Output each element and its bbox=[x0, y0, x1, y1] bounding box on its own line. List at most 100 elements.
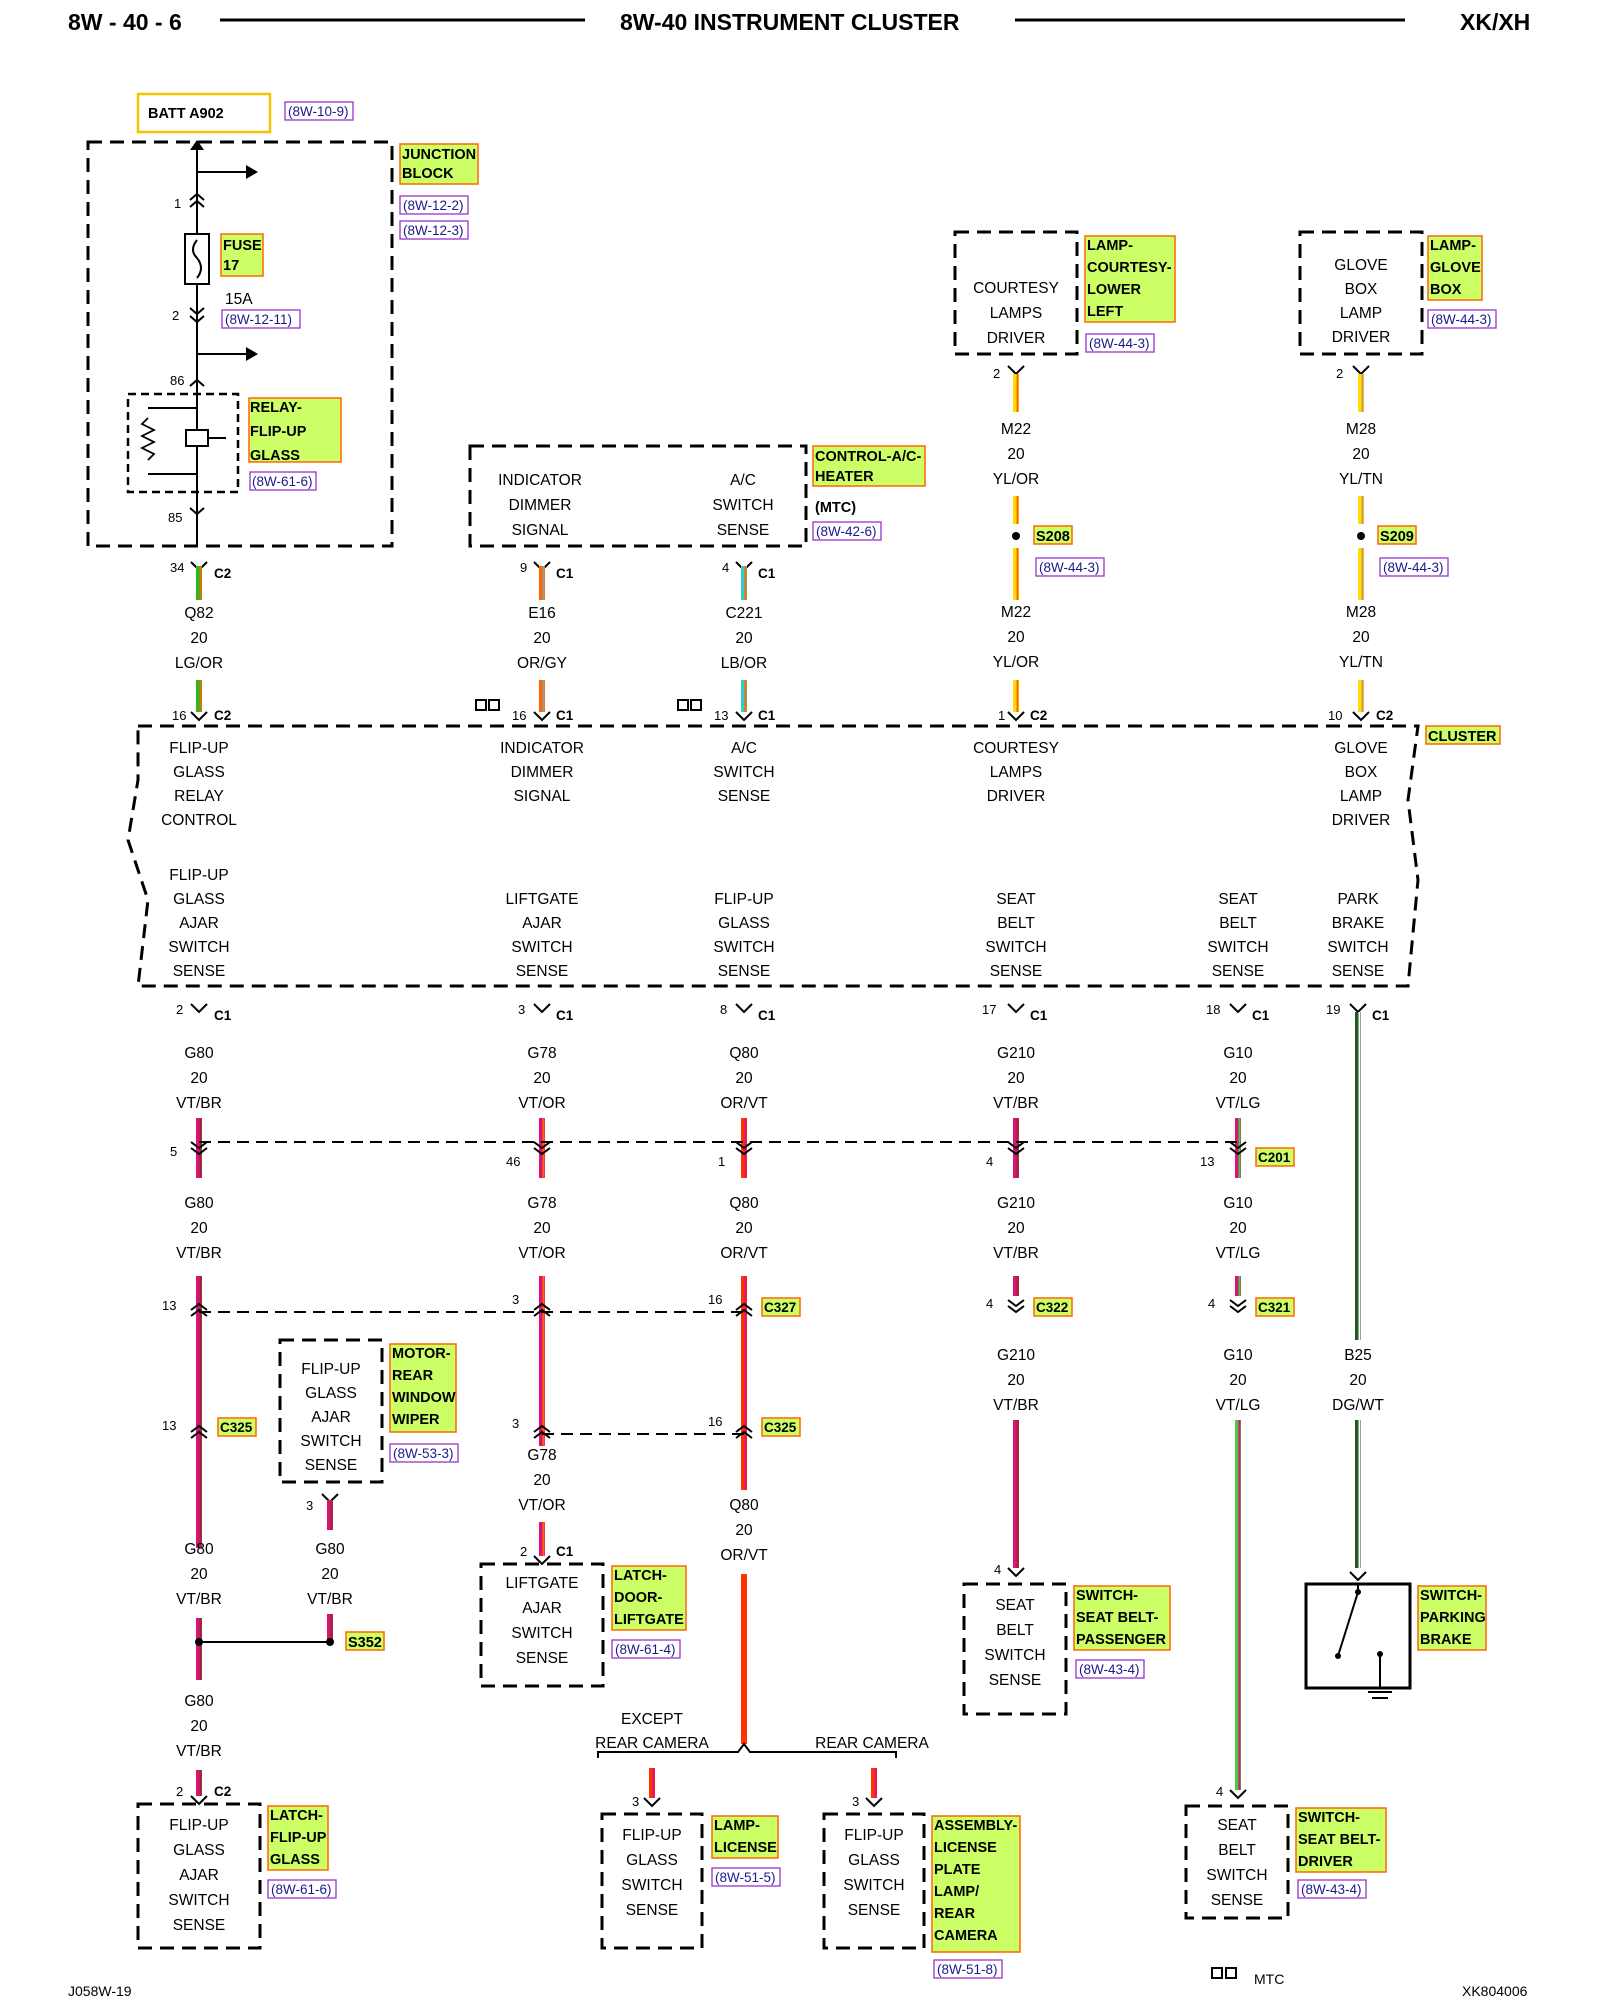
license-assembly-label-2: LICENSE bbox=[934, 1840, 997, 1856]
seatbelt-driver-label-1: SWITCH- bbox=[1298, 1810, 1360, 1826]
cluster-bottom-col5-line2: SWITCH bbox=[1327, 939, 1388, 956]
seatbelt-pass-label-3: PASSENGER bbox=[1076, 1632, 1167, 1648]
connector-symbol-47 bbox=[533, 1302, 551, 1317]
wiper-text-3: AJAR bbox=[311, 1409, 351, 1426]
mtc-marker-2a bbox=[677, 699, 689, 711]
license-assembly-label-3: PLATE bbox=[934, 1862, 981, 1878]
glovebox-label-3: BOX bbox=[1430, 282, 1462, 298]
pin-86: 86 bbox=[170, 373, 184, 388]
cluster-top-col3-line2: DRIVER bbox=[987, 788, 1046, 805]
wiper-outline bbox=[278, 1338, 384, 1484]
license-lamp: 3 FLIP-UP GLASS SWITCH SENSE LAMP- LICEN… bbox=[600, 1794, 781, 1950]
parkbrake-contact-2 bbox=[1377, 1651, 1383, 1657]
g80-conn: C1 bbox=[214, 1008, 232, 1023]
c327-label-box bbox=[761, 1297, 801, 1317]
flipup-latch-pin: 2 bbox=[176, 1784, 183, 1799]
seatbelt-pass-label-box bbox=[1073, 1585, 1171, 1651]
b25-conn: C1 bbox=[1372, 1008, 1390, 1023]
seatbelt-pass-ref-box bbox=[1075, 1659, 1145, 1679]
c201-label-box bbox=[1255, 1147, 1295, 1167]
c201-g80-3: VT/BR bbox=[176, 1245, 222, 1262]
relay-label-1: RELAY- bbox=[250, 400, 302, 416]
courtesy-wire-lower-1: M22 bbox=[1001, 604, 1031, 621]
fuse-element bbox=[192, 239, 202, 279]
jb-ref-box-2 bbox=[399, 220, 469, 240]
courtesy-pin: 2 bbox=[993, 366, 1000, 381]
g210-conn: C1 bbox=[1030, 1008, 1048, 1023]
liftgate-text-3: SWITCH bbox=[511, 1625, 572, 1642]
s208-label: S208 bbox=[1036, 529, 1070, 545]
parkbrake-label-box bbox=[1417, 1585, 1487, 1651]
cluster-label-box bbox=[1425, 725, 1501, 745]
liftgate-text-1: LIFTGATE bbox=[506, 1575, 579, 1592]
glovebox-ref: (8W-44-3) bbox=[1431, 312, 1492, 327]
c325-pin-g78: 3 bbox=[512, 1416, 519, 1431]
cluster-top-col2-line1: SWITCH bbox=[713, 764, 774, 781]
c201-g78-3: VT/OR bbox=[518, 1245, 565, 1262]
glovebox-wire-lower-1: M28 bbox=[1346, 604, 1376, 621]
liftgate-outline bbox=[479, 1562, 605, 1688]
pin-symbol-50 bbox=[533, 1555, 551, 1566]
cluster-bottom-col5-line1: BRAKE bbox=[1332, 915, 1385, 932]
parkbrake-switch-arm bbox=[1337, 1591, 1359, 1657]
cluster-bottom-col4-line1: BELT bbox=[1219, 915, 1257, 932]
license-assembly-pin: 3 bbox=[852, 1794, 859, 1809]
courtesy-text-2: LAMPS bbox=[990, 305, 1043, 322]
cluster-top-col4-line3: DRIVER bbox=[1332, 812, 1391, 829]
s352-dot-right bbox=[326, 1638, 334, 1646]
g10-wire-3: VT/LG bbox=[1216, 1095, 1261, 1112]
cluster-outline bbox=[126, 724, 1420, 988]
liftgate-label-3: LIFTGATE bbox=[614, 1612, 684, 1628]
b25-wire-2: 20 bbox=[1349, 1372, 1367, 1389]
pin-86-connector bbox=[189, 378, 205, 387]
seatbelt-driver-label-2: SEAT BELT- bbox=[1298, 1832, 1381, 1848]
q80-wire-1: Q80 bbox=[729, 1045, 759, 1062]
pin-symbol-60 bbox=[865, 1797, 883, 1808]
c201-g10-1: G10 bbox=[1223, 1195, 1253, 1212]
glovebox-wire-upper-3: YL/TN bbox=[1339, 471, 1383, 488]
hvac-ref: (8W-42-6) bbox=[816, 524, 877, 539]
fuse-rating: 15A bbox=[225, 291, 253, 308]
c221-conn-bot: C1 bbox=[758, 708, 776, 723]
c221-wire-3: LB/OR bbox=[721, 655, 768, 672]
connector-symbol-36 bbox=[190, 1302, 208, 1317]
wiper-label-box bbox=[389, 1343, 457, 1433]
cluster-top-col0-line0: FLIP-UP bbox=[169, 740, 228, 757]
footer-left-code: J058W-19 bbox=[68, 1983, 132, 1999]
glovebox-text-2: BOX bbox=[1345, 281, 1378, 298]
c201-pin-g10: 13 bbox=[1200, 1154, 1214, 1169]
pin-2: 2 bbox=[172, 308, 179, 323]
e16-pin-top: 9 bbox=[520, 560, 527, 575]
wiper-text-4: SWITCH bbox=[300, 1433, 361, 1450]
wiper-label-2: REAR bbox=[392, 1368, 434, 1384]
q82-wire-1: Q82 bbox=[184, 605, 213, 622]
cluster-bottom-col4-line2: SWITCH bbox=[1207, 939, 1268, 956]
cluster-bottom-col0-line2: AJAR bbox=[179, 915, 219, 932]
g210-pin: 17 bbox=[982, 1002, 996, 1017]
g78-lower-3: VT/OR bbox=[518, 1497, 565, 1514]
pin-symbol-8 bbox=[533, 711, 551, 722]
g80-bottom-2: 20 bbox=[190, 1718, 208, 1735]
junction-block: BATT A902 (8W-10-9) JUNCTION BLOCK (8W-1… bbox=[86, 92, 479, 548]
hvac-outline bbox=[468, 444, 808, 548]
cluster-bottom-col1-line3: SENSE bbox=[516, 963, 569, 980]
wiper-label-3: WINDOW bbox=[392, 1390, 456, 1406]
e16-wire-3: OR/GY bbox=[517, 655, 567, 672]
hvac-right-3: SENSE bbox=[717, 522, 770, 539]
seatbelt-driver-text-3: SWITCH bbox=[1206, 1867, 1267, 1884]
hvac-label-2: HEATER bbox=[815, 469, 874, 485]
c325-label-box-right bbox=[761, 1417, 801, 1437]
e16-conn-bot: C1 bbox=[556, 708, 574, 723]
q80-lower-1: Q80 bbox=[729, 1497, 759, 1514]
junction-block-label-2: BLOCK bbox=[402, 166, 454, 182]
pin-symbol-13 bbox=[1007, 365, 1025, 376]
wires-layer bbox=[190, 365, 1370, 1808]
license-lamp-text-3: SWITCH bbox=[621, 1877, 682, 1894]
connector-symbol-62 bbox=[1007, 1141, 1025, 1156]
c327-pin-q80: 16 bbox=[708, 1292, 722, 1307]
e16-wire-2: 20 bbox=[533, 630, 551, 647]
relay-outline bbox=[126, 392, 240, 494]
pin-symbol-26 bbox=[1352, 711, 1370, 722]
g80-wire-1: G80 bbox=[184, 1045, 214, 1062]
fuse-ref: (8W-12-11) bbox=[225, 312, 292, 327]
